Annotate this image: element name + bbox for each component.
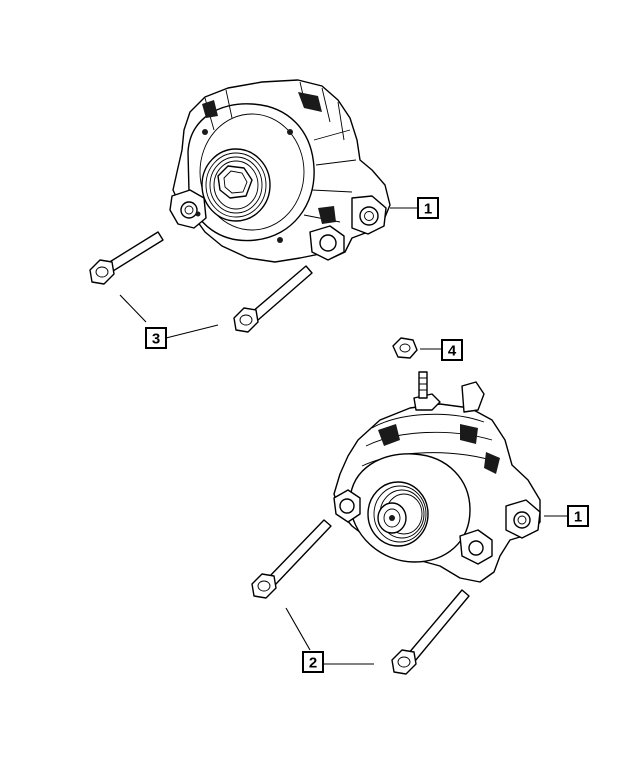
nut-part: [392, 337, 418, 359]
callout-4-label: 4: [448, 343, 457, 360]
callout-1-top-label: 1: [424, 201, 432, 218]
bolt-upper-right: [233, 265, 313, 333]
callout-3: 3: [119, 294, 219, 349]
alternator-lower: [333, 371, 541, 583]
bolt-lower-left: [251, 519, 332, 599]
callout-4: 4: [420, 339, 463, 361]
callout-1-bottom: 1: [544, 505, 589, 527]
bolt-upper-left: [89, 231, 164, 285]
callout-2: 2: [285, 607, 374, 673]
callout-2-label: 2: [309, 655, 317, 672]
callout-1-bottom-label: 1: [574, 509, 582, 526]
callout-1-top: 1: [390, 197, 439, 219]
alternator-upper: [169, 79, 391, 263]
bolt-lower-right: [391, 589, 470, 675]
callout-3-label: 3: [152, 331, 160, 348]
